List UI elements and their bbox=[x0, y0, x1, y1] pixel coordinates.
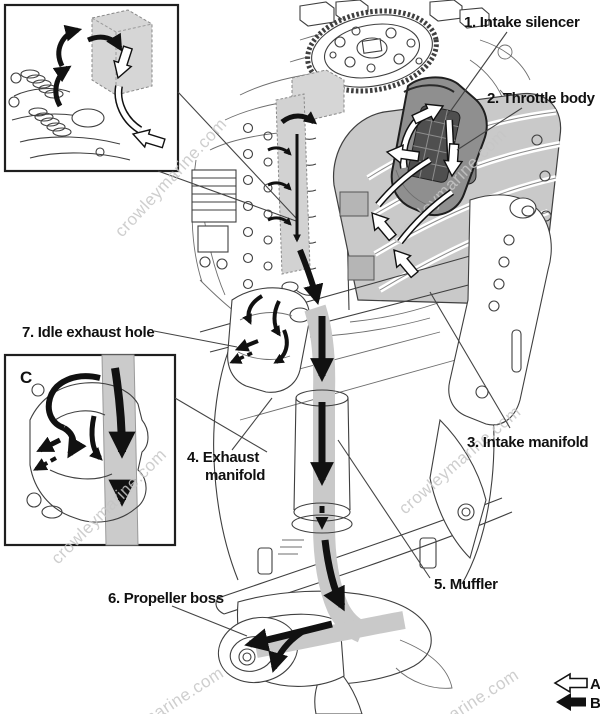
inset-exhaust-manifold bbox=[3, 353, 177, 547]
legend-label-a: A bbox=[590, 676, 600, 693]
inset-cylinder-head bbox=[3, 3, 180, 173]
labels: 1. Intake silencer 2. Throttle body 3. I… bbox=[20, 14, 596, 607]
inset1-leader-b bbox=[157, 170, 297, 222]
label-idle-exhaust-hole: 7. Idle exhaust hole bbox=[22, 324, 154, 341]
label-exhaust-manifold-line1: 4. Exhaust bbox=[187, 449, 259, 466]
insetC-leader bbox=[174, 397, 268, 453]
label-intake-manifold: 3. Intake manifold bbox=[467, 434, 588, 451]
exhaust-manifold-part bbox=[227, 287, 311, 393]
label-propeller-boss: 6. Propeller boss bbox=[108, 590, 224, 607]
inset1-leader-a bbox=[177, 91, 297, 219]
label-throttle-body: 2. Throttle body bbox=[487, 90, 596, 107]
ignition-block bbox=[191, 169, 263, 331]
watermark-text: crowleymarine.com bbox=[382, 665, 522, 714]
label-intake-silencer: 1. Intake silencer bbox=[464, 14, 580, 31]
legend-label-b: B bbox=[590, 695, 600, 712]
muffler-part bbox=[291, 389, 353, 534]
legend-intake-arrow-icon bbox=[554, 673, 588, 693]
legend-exhaust-arrow-icon bbox=[556, 693, 586, 711]
exhaust-flow-arrows bbox=[229, 111, 406, 673]
label-exhaust-manifold-line2: manifold bbox=[205, 467, 265, 484]
label-muffler: 5. Muffler bbox=[434, 576, 498, 593]
intake-flow-arrows bbox=[364, 97, 464, 281]
label-inset-c: C bbox=[20, 368, 32, 387]
legend: A B bbox=[554, 673, 600, 712]
label-leaders bbox=[153, 31, 523, 637]
watermark-text: crowleymarine.com bbox=[87, 663, 227, 714]
flywheel bbox=[305, 8, 439, 94]
